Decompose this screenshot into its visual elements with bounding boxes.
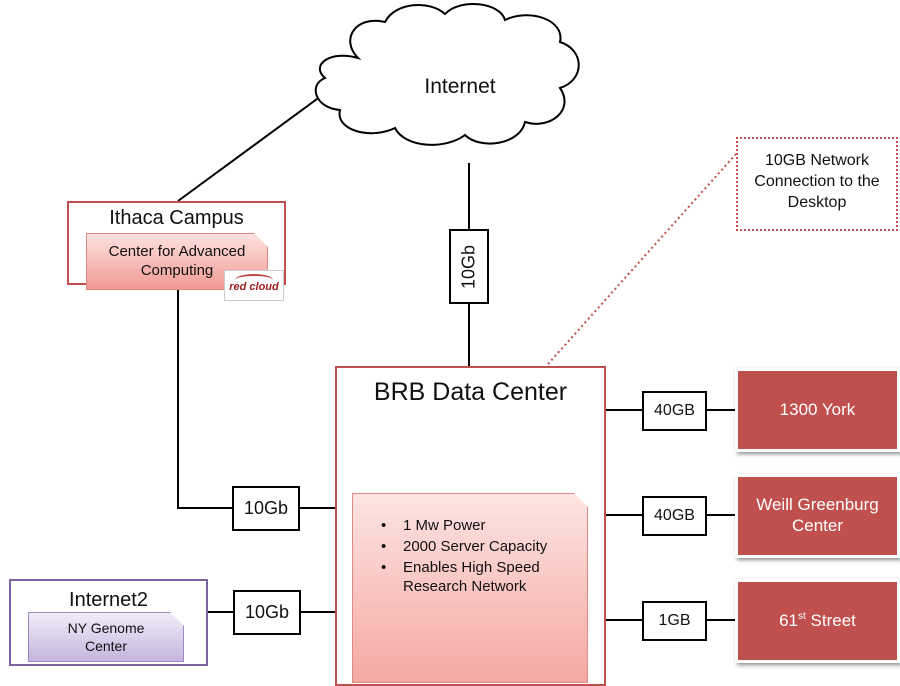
nygc-line-1: NY Genome [67, 620, 145, 636]
feature-network: Enables High Speed Research Network [385, 558, 587, 596]
note-line-2: Connection to the [754, 173, 880, 190]
note-line-1: 10GB Network [764, 152, 870, 169]
link-label-brb-61st: 1GB [642, 601, 707, 641]
ny-genome-center: NY Genome Center [28, 612, 184, 662]
site-61st-street: 61st Street [735, 579, 900, 663]
link-label-internet-brb: 10Gb [449, 229, 489, 304]
brb-data-center-title: BRB Data Center [373, 378, 568, 406]
weill-line-2: Center [791, 516, 844, 535]
weill-line-1: Weill Greenburg [756, 495, 879, 514]
desktop-connection-note: 10GB Network Connection to the Desktop [736, 137, 898, 231]
link-label-brb-weill: 40GB [642, 496, 707, 536]
link-label-internet2-brb: 10Gb [233, 590, 301, 635]
brb-feature-list: 1 Mw Power 2000 Server Capacity Enables … [353, 516, 587, 596]
link-label-ithaca-brb: 10Gb [232, 486, 300, 531]
feature-capacity: 2000 Server Capacity [385, 537, 587, 556]
cac-line-2: Computing [140, 262, 214, 279]
link-label-brb-york: 40GB [642, 391, 707, 431]
st61-suffix: st [798, 611, 806, 622]
callout-line [547, 153, 737, 365]
st61-rest: Street [805, 611, 856, 630]
feature-network-line-1: Enables High Speed [403, 559, 540, 576]
nygc-line-2: Center [84, 638, 128, 654]
site-1300-york: 1300 York [735, 368, 900, 452]
feature-power: 1 Mw Power [385, 516, 587, 535]
link-label-internet-brb-text: 10Gb [458, 244, 479, 289]
internet-label: Internet [424, 75, 496, 98]
red-cloud-logo: red cloud [224, 270, 284, 301]
feature-network-line-2: Research Network [403, 578, 527, 595]
brb-features: 1 Mw Power 2000 Server Capacity Enables … [352, 493, 588, 683]
internet-cloud [314, 2, 580, 146]
cloud-swoosh-icon [235, 274, 273, 286]
internet2-title: Internet2 [69, 589, 148, 611]
cac-line-1: Center for Advanced [108, 243, 246, 260]
ithaca-campus-title: Ithaca Campus [109, 207, 244, 229]
note-line-3: Desktop [787, 194, 847, 211]
st61-number: 61 [779, 611, 799, 630]
site-weill-greenburg: Weill Greenburg Center [735, 474, 900, 558]
line-ithaca-label [177, 290, 232, 509]
line-internet-ithaca [177, 87, 333, 202]
